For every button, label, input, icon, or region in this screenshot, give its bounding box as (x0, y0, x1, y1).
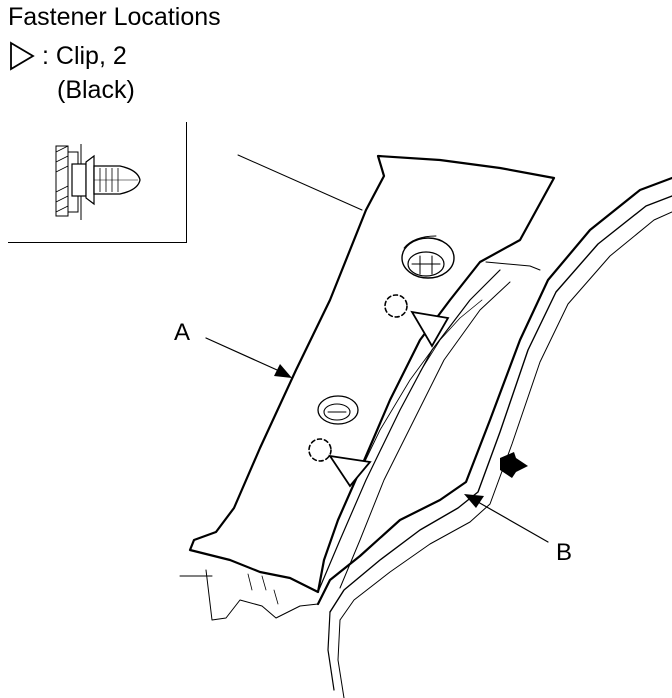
clip-marker-lower (328, 454, 372, 488)
lower-clip-hidden (308, 438, 332, 462)
legend-color-note: (Black) (57, 76, 135, 104)
upper-clip-hidden (384, 294, 408, 318)
leader-line-b (477, 501, 549, 543)
direction-arrow-icon (500, 452, 528, 478)
clip-marker-upper (410, 310, 450, 348)
legend: : Clip, 2 (8, 40, 127, 72)
clip-detail-icon (55, 144, 141, 220)
body-panel-b (316, 176, 672, 606)
page-title: Fastener Locations (8, 3, 221, 31)
callout-a: A (174, 319, 191, 346)
upper-boss (401, 237, 455, 279)
clip-detail-inset (8, 122, 187, 243)
arrowhead-a (274, 364, 292, 378)
pillar-trim-a (188, 154, 556, 594)
triangle-outline-icon (10, 41, 35, 71)
reference-line (237, 154, 363, 211)
lower-boss (317, 395, 359, 425)
callout-b: B (556, 539, 573, 566)
arrowhead-b (464, 494, 484, 508)
legend-label: : Clip, 2 (42, 41, 127, 70)
leader-line-a (205, 337, 287, 375)
